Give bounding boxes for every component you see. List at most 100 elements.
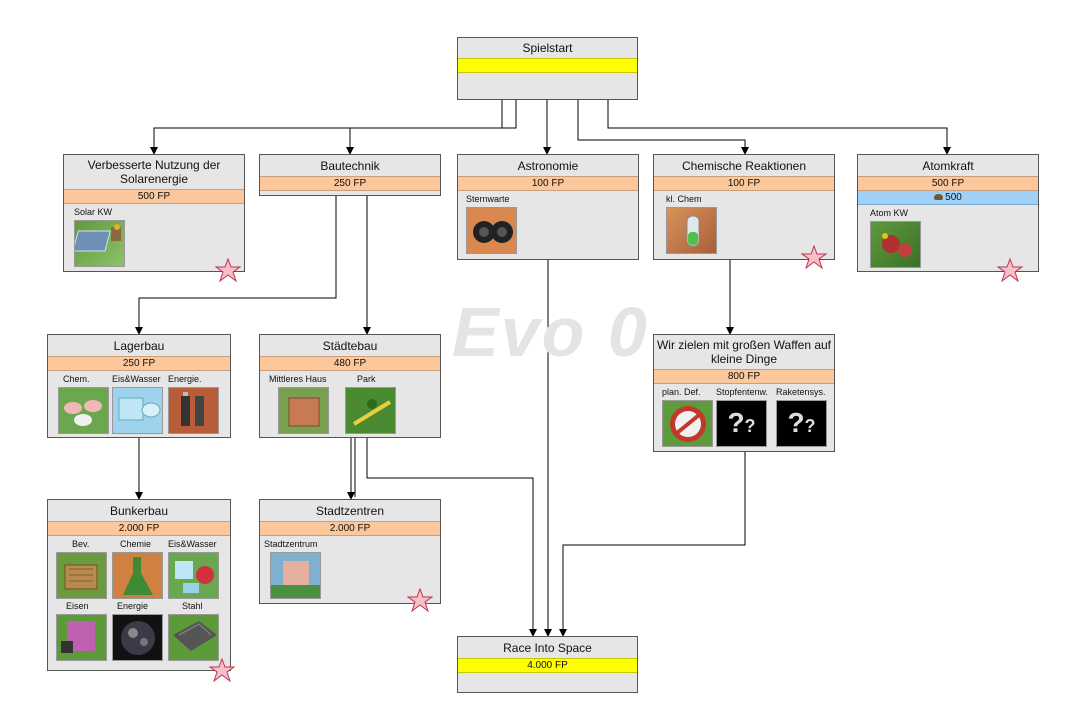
unknown-question-icon: ?? — [776, 400, 827, 447]
unlock-stopfentenw[interactable]: Stopfentenw. ?? — [716, 387, 768, 447]
cost-bar: 100 FP — [654, 176, 834, 191]
node-title: Bautechnik — [320, 159, 380, 173]
star-icon — [215, 258, 241, 282]
node-bautechnik[interactable]: Bautechnik 250 FP — [259, 154, 441, 196]
city-center-icon — [270, 552, 321, 599]
unlock-kl-chem[interactable]: kl. Chem — [666, 194, 717, 254]
cost-bar: 4.000 FP — [458, 658, 637, 673]
cost-bar: 480 FP — [260, 356, 440, 371]
edge-start-solar — [150, 100, 503, 155]
item-label: Raketensys. — [776, 387, 826, 397]
cost-bar: 250 FP — [48, 356, 230, 371]
energy-bunker-icon — [112, 614, 163, 661]
node-lagerbau[interactable]: Lagerbau 250 FP Chem. Eis&Wasser Energie… — [47, 334, 231, 438]
cost-bar — [458, 58, 637, 73]
item-label: plan. Def. — [662, 387, 701, 397]
item-label: Energie. — [168, 374, 202, 384]
node-chemische-reaktionen[interactable]: Chemische Reaktionen 100 FP kl. Chem — [653, 154, 835, 260]
item-label: Energie — [117, 601, 149, 611]
node-atomkraft[interactable]: Atomkraft 500 FP 500 Atom KW — [857, 154, 1039, 272]
unlock-eis-wasser[interactable]: Eis&Wasser — [112, 374, 163, 434]
node-race-into-space[interactable]: Race Into Space 4.000 FP — [457, 636, 638, 693]
node-staedtebau[interactable]: Städtebau 480 FP Mittleres Haus Park — [259, 334, 441, 438]
cost-bar: 500 FP — [64, 189, 244, 204]
chemistry-bunker-icon — [112, 552, 163, 599]
item-label: Solar KW — [74, 207, 113, 217]
item-label: Eis&Wasser — [112, 374, 161, 384]
unlock-stahl[interactable]: Stahl — [168, 601, 219, 661]
unlock-eisen[interactable]: Eisen — [56, 601, 107, 661]
unlock-plan-def[interactable]: plan. Def. — [662, 387, 713, 447]
steel-bunker-icon — [168, 614, 219, 661]
cost-bar: 100 FP — [458, 176, 638, 191]
item-label: Atom KW — [870, 208, 909, 218]
node-title: Stadtzentren — [315, 504, 385, 518]
water-storage-icon — [112, 387, 163, 434]
node-spielstart[interactable]: Spielstart — [457, 37, 638, 100]
node-title: Spielstart — [522, 41, 573, 55]
chemistry-flask-icon — [666, 207, 717, 254]
nuclear-plant-icon — [870, 221, 921, 268]
population-bunker-icon — [56, 552, 107, 599]
star-icon — [801, 245, 827, 269]
park-icon — [345, 387, 396, 434]
item-label: Stopfentenw. — [716, 387, 769, 397]
cost-bar: 500 FP — [858, 176, 1038, 191]
binoculars-icon — [466, 207, 517, 254]
edge-staedtebau-race — [366, 438, 537, 637]
node-stadtzentren[interactable]: Stadtzentren 2.000 FP Stadtzentrum — [259, 499, 441, 604]
node-title: Lagerbau — [113, 339, 165, 353]
node-title: Bunkerbau — [109, 504, 169, 518]
unlock-chemie[interactable]: Chemie — [112, 539, 163, 599]
node-astronomie[interactable]: Astronomie 100 FP Sternwarte — [457, 154, 639, 260]
item-label: Park — [357, 374, 376, 384]
chemical-storage-icon — [58, 387, 109, 434]
unlock-eis-wasser-bunker[interactable]: Eis&Wasser — [168, 539, 219, 599]
cost-bar: 250 FP — [260, 176, 440, 191]
edge-waffen-race — [559, 452, 746, 637]
unlock-solar-kw[interactable]: Solar KW — [74, 207, 125, 267]
cost-bar: 2.000 FP — [260, 521, 440, 536]
node-title: Städtebau — [322, 339, 378, 353]
node-solar[interactable]: Verbesserte Nutzung der Solarenergie 500… — [63, 154, 245, 272]
house-icon — [278, 387, 329, 434]
unlock-sternwarte[interactable]: Sternwarte — [466, 194, 517, 254]
item-label: Mittleres Haus — [269, 374, 327, 384]
edge-bautechnik-lagerbau — [135, 195, 337, 335]
unlock-energie-bunker[interactable]: Energie — [112, 601, 163, 661]
star-icon — [997, 258, 1023, 282]
unlock-atom-kw[interactable]: Atom KW — [870, 208, 921, 268]
node-bunkerbau[interactable]: Bunkerbau 2.000 FP Bev. Chemie Eis&Wasse… — [47, 499, 231, 671]
water-bunker-icon — [168, 552, 219, 599]
shield-defense-icon — [662, 400, 713, 447]
item-label: Sternwarte — [466, 194, 510, 204]
unlock-raketensys[interactable]: Raketensys. ?? — [776, 387, 827, 447]
unlock-park[interactable]: Park — [345, 374, 396, 434]
unknown-question-icon: ?? — [716, 400, 767, 447]
unlock-energie[interactable]: Energie. — [168, 374, 219, 434]
item-label: Stahl — [182, 601, 203, 611]
item-label: Chemie — [120, 539, 152, 549]
edge-start-atomkraft — [607, 100, 951, 155]
node-title: Astronomie — [517, 159, 579, 173]
cost-bar: 2.000 FP — [48, 521, 230, 536]
edge-start-chemische — [577, 100, 749, 155]
resource-cost-bar: 500 — [858, 191, 1038, 205]
unlock-stadtzentrum[interactable]: Stadtzentrum — [264, 539, 321, 599]
unlock-bev[interactable]: Bev. — [56, 539, 107, 599]
item-label: Eisen — [66, 601, 89, 611]
item-label: Bev. — [72, 539, 90, 549]
cost-bar: 800 FP — [654, 369, 834, 384]
resource-icon — [934, 194, 944, 201]
node-title: Race Into Space — [503, 641, 592, 655]
unlock-mittleres-haus[interactable]: Mittleres Haus — [269, 374, 329, 434]
item-label: kl. Chem — [666, 194, 702, 204]
star-icon — [209, 658, 235, 682]
item-label: Stadtzentrum — [264, 539, 318, 549]
edge-start-bautechnik — [346, 100, 517, 155]
node-waffen[interactable]: Wir zielen mit großen Waffen auf kleine … — [653, 334, 835, 452]
solar-panel-icon — [74, 220, 125, 267]
unlock-chem[interactable]: Chem. — [58, 374, 109, 434]
node-title: Verbesserte Nutzung der Solarenergie — [87, 158, 221, 186]
